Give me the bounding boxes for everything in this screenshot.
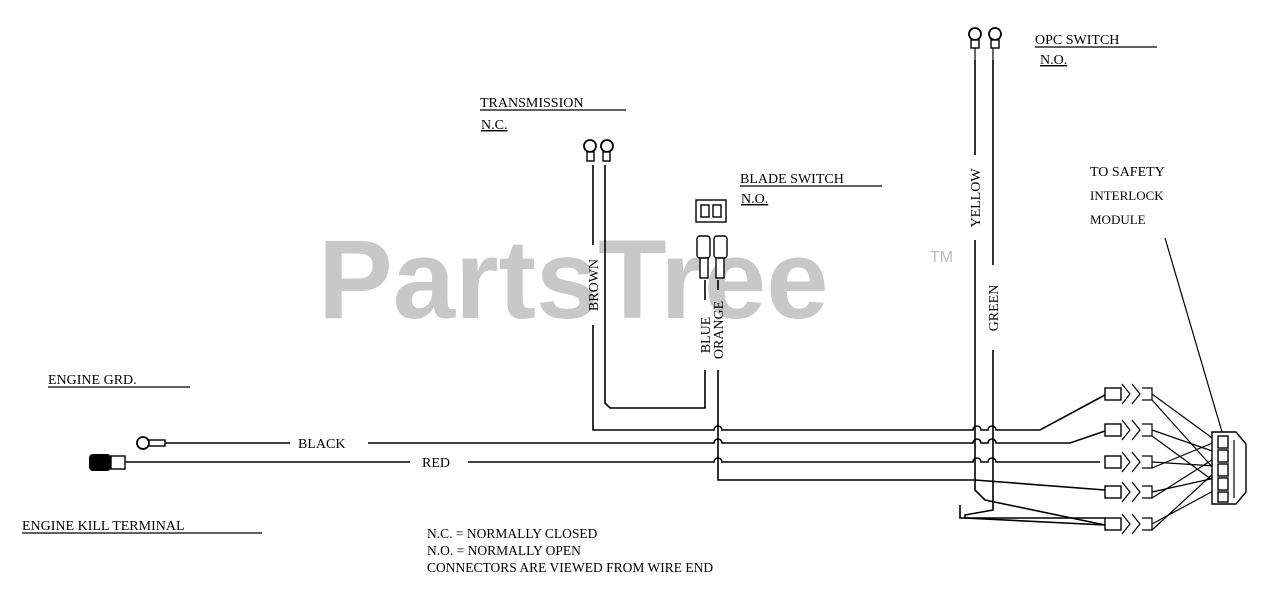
black-wire-label: BLACK [298,437,345,452]
legend-nc: N.C. = NORMALLY CLOSED [427,526,598,541]
harness-connectors [1104,383,1153,535]
blue-wire-label: BLUE [699,317,714,354]
engine-ground-label: ENGINE GRD. [48,373,137,388]
blade-switch-state: N.O. [741,192,768,207]
red-wire-label: RED [422,456,450,471]
blade-switch-label: BLADE SWITCH [740,172,844,187]
watermark-trademark: TM [930,249,953,266]
transmission-state: N.C. [481,118,507,133]
blue-wire [604,165,706,409]
opc-switch-label: OPC SWITCH [1035,33,1119,48]
watermark-brand: PartsTree [318,217,829,342]
orange-wire-label: ORANGE [712,301,727,359]
yellow-wire-label: YELLOW [969,168,984,228]
module-leader-line [1164,237,1223,433]
green-wire [964,60,1106,526]
safety-module-line3: MODULE [1090,212,1146,227]
blade-switch-connector [695,199,728,279]
safety-module-line1: TO SAFETY [1090,165,1165,180]
module-wires [1151,393,1216,531]
legend-view: CONNECTORS ARE VIEWED FROM WIRE END [427,560,713,575]
red-wire [125,457,1100,463]
safety-module-line2: INTERLOCK [1090,188,1164,203]
engine-kill-label: ENGINE KILL TERMINAL [22,519,185,534]
opc-switch-state: N.O. [1040,53,1067,68]
orange-wire [717,280,1106,491]
engine-kill-terminal-connector [89,454,126,471]
safety-module-connector [1211,431,1247,505]
engine-ground-terminal [136,436,166,450]
green-wire-label: GREEN [987,285,1002,332]
brown-wire-label: BROWN [587,259,602,311]
legend-no: N.O. = NORMALLY OPEN [427,543,581,558]
transmission-label: TRANSMISSION [480,96,583,111]
opc-switch-terminals [968,27,1002,60]
transmission-terminals [583,139,614,162]
yellow-wire [974,60,1106,526]
